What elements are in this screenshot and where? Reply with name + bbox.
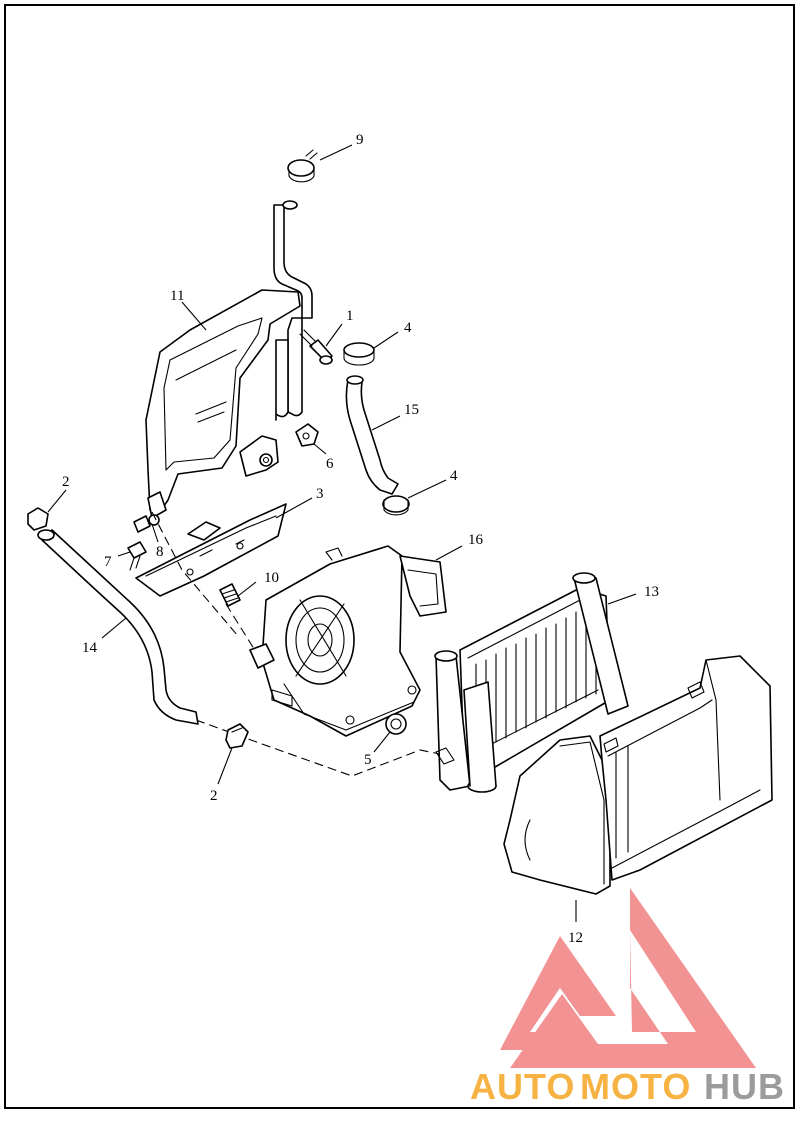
radiator-bracket-part-11 xyxy=(145,289,301,519)
fan-shroud-part-16 xyxy=(249,545,447,737)
radiator-guard-part-12 xyxy=(503,655,773,895)
callout-7: 7 xyxy=(104,554,112,570)
hose-clamp-part-4-lower xyxy=(382,495,410,516)
leader-lines xyxy=(47,144,637,922)
callout-16: 16 xyxy=(468,532,484,548)
mounting-plate-part-3 xyxy=(135,503,287,597)
callout-6: 6 xyxy=(326,456,334,472)
watermark-text-hub: HUB xyxy=(704,1066,785,1107)
assembly-line-bracket xyxy=(151,511,239,637)
bolt-part-7 xyxy=(127,541,147,571)
callout-8: 8 xyxy=(156,544,164,560)
callout-4-lower: 4 xyxy=(450,468,458,484)
callout-12: 12 xyxy=(568,930,583,946)
grommet-part-5 xyxy=(385,713,407,735)
callout-3: 3 xyxy=(316,486,324,502)
assembly-line-hose xyxy=(195,719,441,777)
coolant-pipe xyxy=(273,200,313,421)
callout-9: 9 xyxy=(356,132,364,148)
watermark-text-moto: MOTO xyxy=(580,1066,691,1107)
bolt-part-8 xyxy=(133,514,160,533)
automotohub-watermark-logo: AUTO MOTO HUB xyxy=(470,888,785,1107)
callout-5: 5 xyxy=(364,752,372,768)
radiator-part-13 xyxy=(434,572,629,793)
callout-labels: 1 2 2 3 4 4 5 6 7 8 9 10 11 12 13 14 15 … xyxy=(62,132,659,946)
callout-2-lower: 2 xyxy=(210,788,218,804)
watermark-text-auto: AUTO xyxy=(470,1066,575,1107)
hose-clamp-part-9 xyxy=(287,149,318,183)
bolt-part-1 xyxy=(299,329,333,365)
hose-part-15 xyxy=(345,375,399,495)
diagram-frame xyxy=(4,4,795,1109)
clip-part-6 xyxy=(295,423,319,447)
screw-part-10 xyxy=(219,583,241,607)
callout-2-upper: 2 xyxy=(62,474,70,490)
callout-15: 15 xyxy=(404,402,419,418)
callout-1: 1 xyxy=(346,308,354,324)
callout-14: 14 xyxy=(82,640,98,656)
callout-4-upper: 4 xyxy=(404,320,412,336)
clamp-part-2-upper xyxy=(27,507,49,531)
clamp-part-2-lower xyxy=(225,723,249,749)
callout-13: 13 xyxy=(644,584,659,600)
callout-10: 10 xyxy=(264,570,279,586)
hose-clamp-part-4-upper xyxy=(343,342,375,366)
watermark-triangle-outer xyxy=(510,888,756,1068)
callout-11: 11 xyxy=(170,288,184,304)
watermark-inner-mark xyxy=(500,936,616,1050)
hose-part-14 xyxy=(37,529,199,725)
assembly-line-screw xyxy=(225,603,257,653)
